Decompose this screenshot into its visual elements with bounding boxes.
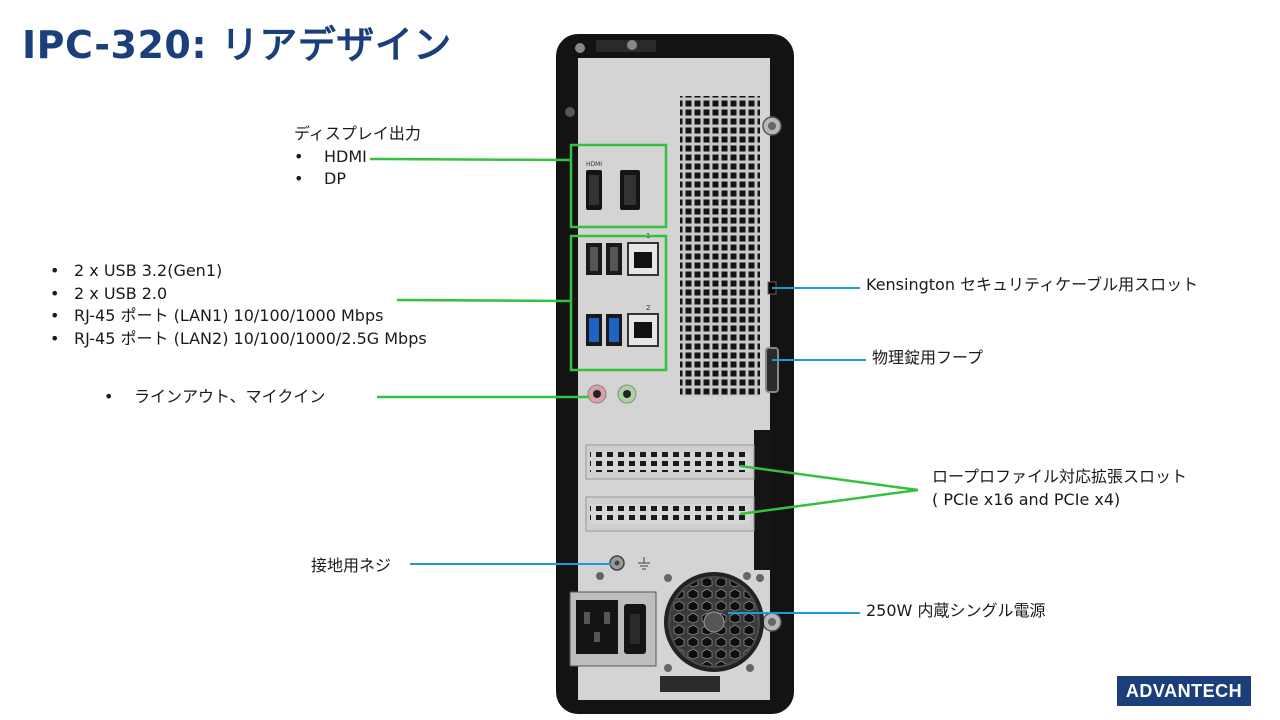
vent-grid: [680, 96, 760, 396]
advantech-logo: ADVANTECH: [1117, 676, 1251, 706]
display-item-hdmi: •HDMI: [294, 146, 367, 166]
display-output-heading: ディスプレイ出力: [294, 124, 421, 143]
list-item-lan2: •RJ-45 ポート (LAN2) 10/100/1000/2.5G Mbps: [50, 328, 427, 348]
blue-callouts: [410, 287, 866, 614]
list-item-lan1: •RJ-45 ポート (LAN1) 10/100/1000 Mbps: [50, 306, 384, 325]
padlock-label: 物理錠用フープ: [872, 348, 984, 367]
kensington-label: Kensington セキュリティケーブル用スロット: [866, 275, 1199, 294]
list-item-usb32: •2 x USB 3.2(Gen1): [50, 261, 223, 280]
hdmi-port-label: HDMI: [586, 161, 602, 168]
usb-lan-callout: •2 x USB 3.2(Gen1) •2 x USB 2.0 •RJ-45 ポ…: [50, 260, 427, 350]
padlock-hoop: [765, 347, 779, 393]
ground-screw-label: 接地用ネジ: [311, 556, 392, 575]
green-callouts: [369, 143, 919, 516]
display-item-dp: •DP: [294, 169, 346, 188]
ac-inlet: [576, 600, 618, 654]
pcie-label: ロープロファイル対応拡張スロット ( PCIe x16 and PCIe x4): [932, 467, 1188, 509]
audio-callout: •ラインアウト、マイクイン: [104, 387, 326, 406]
svg-text:2: 2: [646, 304, 650, 312]
display-output-callout: ディスプレイ出力 •HDMI •DP: [294, 123, 421, 191]
page-title: IPC-320: リアデザイン: [22, 23, 452, 67]
list-item-usb20: •2 x USB 2.0: [50, 283, 168, 303]
psu-label: 250W 内蔵シングル電源: [866, 601, 1046, 620]
